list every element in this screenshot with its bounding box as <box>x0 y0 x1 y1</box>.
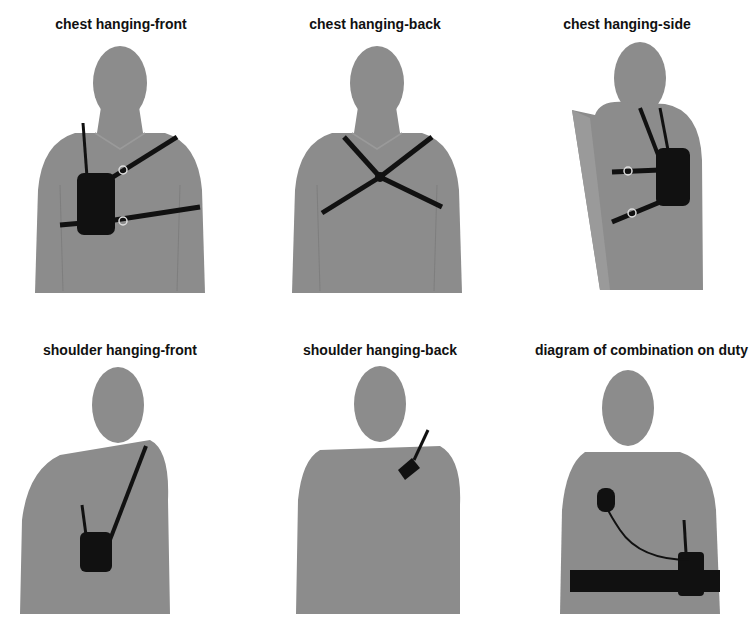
caption: chest hanging-front <box>55 16 186 32</box>
figure-chest-back <box>292 46 462 293</box>
caption: diagram of combination on duty <box>535 342 748 358</box>
figure-chest-side <box>572 42 703 290</box>
figure-shoulder-back <box>296 366 460 614</box>
caption: shoulder hanging-back <box>303 342 457 358</box>
figure-chest-front <box>35 46 205 293</box>
figure-combination <box>560 370 720 614</box>
figure-shoulder-front <box>20 367 170 614</box>
caption: chest hanging-back <box>309 16 440 32</box>
caption: shoulder hanging-front <box>43 342 197 358</box>
caption: chest hanging-side <box>563 16 691 32</box>
